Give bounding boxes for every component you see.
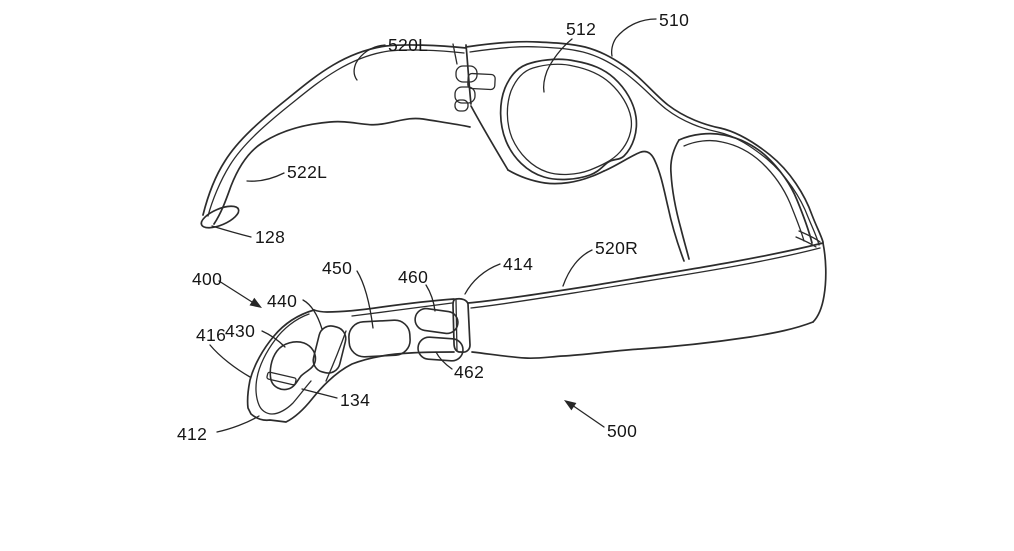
device-arm-top-edge — [313, 298, 455, 313]
arrow-500 — [564, 400, 605, 428]
right-temple-top-edge — [467, 242, 824, 304]
leader-440 — [302, 299, 323, 330]
arrow-500-head — [564, 400, 577, 411]
ref-label-522L: 522L — [287, 162, 327, 182]
nose-saddle-edge — [603, 150, 685, 262]
arrow-400-head — [249, 297, 262, 308]
right-temple-end-edge — [812, 242, 827, 323]
ref-label-412: 412 — [177, 424, 207, 444]
ref-label-460: 460 — [398, 267, 428, 287]
frame-lower-left-edge — [507, 169, 605, 185]
device-face-contour — [255, 313, 312, 415]
ref-label-440: 440 — [267, 291, 297, 311]
right-lens-inner-rim — [683, 139, 805, 242]
left-temple-bottom-edge — [213, 117, 471, 225]
leader-520R — [562, 249, 593, 287]
arrow-500-shaft — [571, 404, 605, 428]
device-pad-462 — [417, 336, 464, 362]
right-temple-top-inner-edge — [470, 247, 821, 309]
leader-512 — [542, 38, 573, 93]
ref-label-128: 128 — [255, 227, 285, 247]
left-lens-outer-rim — [499, 58, 638, 181]
leader-416 — [209, 344, 251, 378]
ref-label-134: 134 — [340, 390, 370, 410]
device-slot-134 — [266, 371, 297, 386]
leader-430 — [261, 330, 286, 348]
right-lens-left-rim — [669, 139, 690, 260]
leader-522L — [246, 172, 285, 182]
device-clip-outline — [452, 297, 471, 354]
ref-label-520R: 520R — [595, 238, 638, 258]
left-temple-group — [200, 43, 471, 229]
left-temple-ear-tip-cap — [200, 205, 240, 229]
hinge-group — [454, 44, 509, 171]
endpiece-merge-line-b — [795, 236, 817, 248]
frame-front-lower-diagonal — [470, 105, 509, 171]
left-lens-inner-rim — [506, 63, 633, 176]
device-pad-460 — [414, 307, 459, 335]
ref-label-450: 450 — [322, 258, 352, 278]
attachment-device-group — [246, 297, 471, 423]
arrow-400-shaft — [218, 280, 253, 303]
leader-510 — [610, 18, 657, 57]
right-temple-bottom-edge — [471, 321, 814, 360]
device-pad-450 — [348, 319, 411, 358]
leader-460 — [425, 284, 436, 312]
ref-label-520L: 520L — [388, 35, 428, 55]
hinge-lower-knuckle — [454, 86, 476, 104]
frame-top-outer-edge — [465, 40, 824, 243]
right-lens-outer-rim — [678, 132, 813, 244]
ref-label-430: 430 — [225, 321, 255, 341]
leader-lines-group — [209, 18, 657, 433]
right-temple-group — [467, 242, 827, 360]
leader-462 — [435, 351, 453, 370]
left-temple-top-edge — [202, 44, 467, 216]
hinge-plate — [467, 72, 496, 91]
ref-label-510: 510 — [659, 10, 689, 30]
ref-label-400: 400 — [192, 269, 222, 289]
ref-label-500: 500 — [607, 421, 637, 441]
ref-label-512: 512 — [566, 19, 596, 39]
device-arm-top-inner-line — [351, 302, 453, 317]
ref-label-414: 414 — [503, 254, 533, 274]
leader-134 — [301, 388, 338, 399]
leader-412 — [216, 415, 260, 433]
leader-520L — [353, 44, 386, 81]
left-temple-end-edge — [452, 43, 458, 65]
ref-label-416: 416 — [196, 325, 226, 345]
device-clip-left-edge — [455, 299, 458, 352]
ref-label-462: 462 — [454, 362, 484, 382]
device-pad-440 — [312, 325, 347, 374]
hinge-lower-stub — [454, 99, 469, 112]
reference-labels-group: 520L 512 510 522L 128 400 440 450 460 41… — [177, 10, 689, 444]
device-pad-430 — [269, 341, 317, 391]
arrow-400 — [218, 280, 262, 308]
leader-414 — [464, 263, 501, 295]
endpiece-merge-line-a — [798, 230, 821, 243]
leader-128 — [211, 225, 252, 238]
left-temple-top-inner-edge — [207, 49, 465, 217]
frame-top-inner-edge — [469, 46, 820, 246]
leader-450 — [356, 270, 374, 329]
frame-group — [465, 40, 824, 262]
